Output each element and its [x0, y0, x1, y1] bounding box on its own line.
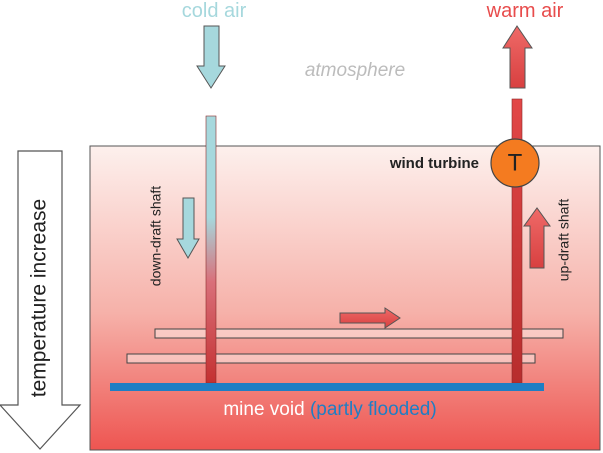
turbine-symbol: T: [508, 149, 523, 176]
mine-void-water: [110, 383, 544, 391]
up-draft-label: up-draft shaft: [556, 199, 572, 282]
wind-turbine-label: wind turbine: [389, 155, 479, 172]
warm-air-arrow: [502, 25, 533, 89]
partly-flooded-label: (partly flooded): [310, 399, 437, 420]
temperature-label: temperature increase: [28, 199, 51, 397]
wind-turbine-icon: [490, 138, 540, 188]
cold-air-label: cold air: [182, 0, 247, 22]
down-draft-arrow: [176, 197, 200, 259]
up-draft-arrow: [523, 207, 551, 269]
cold-air-arrow: [196, 25, 226, 89]
down-draft-label: down-draft shaft: [148, 186, 164, 286]
warm-air-label: warm air: [486, 0, 564, 22]
atmosphere-label: atmosphere: [305, 60, 405, 81]
mine-void-label: mine void (partly flooded): [223, 399, 436, 420]
down-draft-shaft: [205, 115, 217, 384]
temperature-arrow: [0, 150, 82, 450]
flow-arrow: [339, 307, 401, 329]
upper-gallery: [154, 328, 564, 339]
mine-void-text: mine void: [223, 399, 304, 420]
lower-gallery: [126, 353, 536, 364]
